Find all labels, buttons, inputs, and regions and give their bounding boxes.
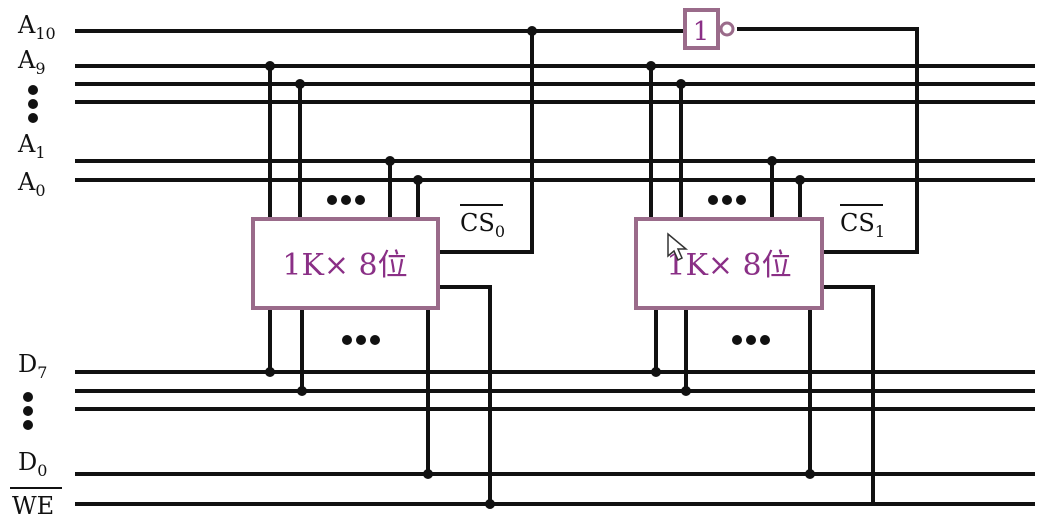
chip-1-wiring [646,27,919,504]
label-a0: A0 [17,168,46,200]
chip-1-label: 1K× 8位 [666,248,791,283]
chip-0-data-ellipsis [342,335,380,345]
address-bus [75,29,1035,182]
inverter-label: 1 [693,17,710,47]
chip-0-wiring [265,26,537,509]
label-a9: A9 [17,46,46,78]
label-we: WE [12,492,54,518]
label-a10: A10 [17,11,56,43]
inverter-bubble [719,21,735,37]
inverter-gate: 1 [683,8,735,50]
data-bus [75,370,1035,506]
chip-1-addr-ellipsis [708,195,746,205]
label-d0: D0 [18,448,47,480]
mouse-cursor-icon [667,232,689,262]
data-ellipsis [23,392,33,430]
label-d7: D7 [18,350,47,382]
label-cs1: CS1 [840,209,885,241]
chip-1-data-ellipsis [732,335,770,345]
label-cs0: CS0 [460,209,505,241]
address-ellipsis [28,85,38,123]
memory-chip-0: 1K× 8位 [251,217,440,310]
chip-0-label: 1K× 8位 [282,248,407,283]
label-a1: A1 [17,130,46,162]
chip-0-addr-ellipsis [327,195,365,205]
memory-chip-1: 1K× 8位 [634,217,824,310]
